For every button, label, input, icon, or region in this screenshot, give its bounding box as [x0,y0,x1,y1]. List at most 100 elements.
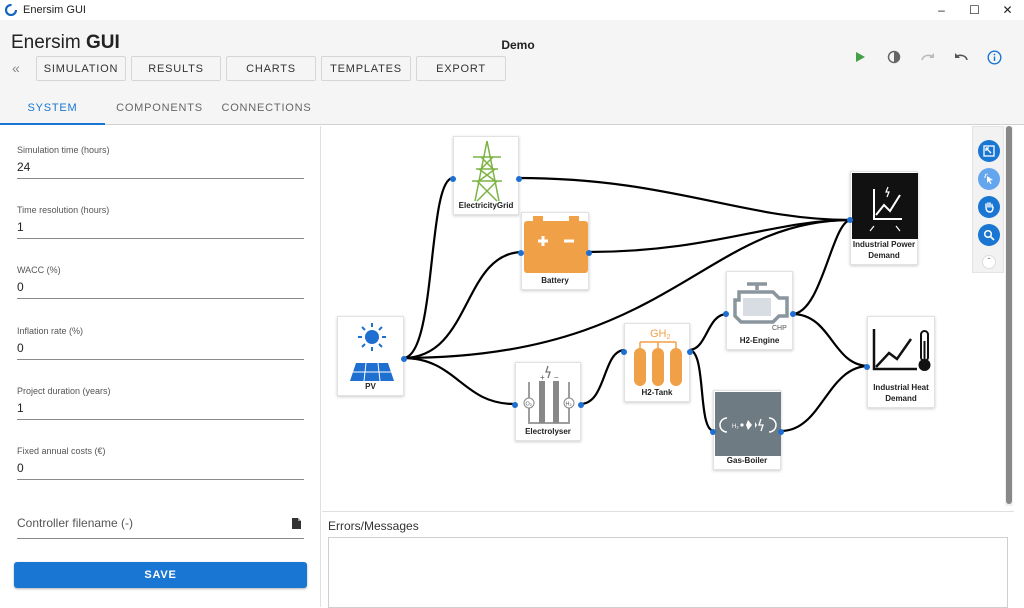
svg-text:CHP: CHP [772,325,787,332]
contrast-icon[interactable] [884,47,904,67]
wacc-field[interactable]: WACC (%) 0 [17,265,304,299]
port[interactable] [621,349,627,355]
maximize-icon[interactable]: ☐ [969,3,980,17]
save-button[interactable]: SAVE [14,562,307,588]
tab-system[interactable]: SYSTEM [27,101,78,114]
node-label-line: Demand [868,251,900,260]
field-value[interactable]: 1 [17,401,24,415]
app-logo-icon [5,4,17,16]
tab-components[interactable]: COMPONENTS [116,101,203,114]
node-label: ElectricityGrid [458,201,514,210]
minimize-icon[interactable]: – [938,3,945,17]
wire-h2engine-powerdemand [791,218,852,316]
port[interactable] [401,356,407,362]
node-battery[interactable]: Battery [518,212,592,290]
port[interactable] [518,250,524,256]
connection-wires [402,176,870,433]
nav-export-button[interactable]: EXPORT [416,56,506,81]
port[interactable] [778,429,784,435]
field-label: Inflation rate (%) [17,326,84,336]
tab-bar: SYSTEM COMPONENTS CONNECTIONS [0,90,1024,125]
run-icon[interactable] [850,47,870,67]
time-resolution-field[interactable]: Time resolution (hours) 1 [17,205,304,239]
system-canvas[interactable]: ElectricityGrid Battery PV [322,126,1014,510]
port[interactable] [864,364,870,370]
info-icon[interactable] [984,47,1004,67]
controller-filename-field[interactable]: Controller filename (-) [17,516,304,539]
port[interactable] [450,176,456,182]
port[interactable] [578,402,584,408]
node-label-line: Industrial Power [852,240,916,249]
messages-output[interactable] [328,537,1008,608]
undo-icon[interactable] [951,47,971,67]
engine-icon: CHP [733,282,789,332]
node-electricity-grid[interactable]: ElectricityGrid [450,136,522,215]
node-label: PV [365,382,376,391]
wire-h2tank-h2engine [688,312,728,352]
field-label: Project duration (years) [17,386,111,396]
port[interactable] [790,311,796,317]
project-name: Demo [501,38,535,52]
electrolyser-icon: + − O₂ H₂ [523,365,575,424]
redo-icon[interactable] [918,47,938,67]
node-label: Gas-Boiler [726,456,768,465]
node-h2-engine[interactable]: CHP H2-Engine [723,271,796,350]
heat-demand-icon [872,329,931,371]
field-label: WACC (%) [17,265,61,275]
tab-connections[interactable]: CONNECTIONS [221,101,312,114]
file-icon[interactable] [292,518,301,529]
project-duration-field[interactable]: Project duration (years) 1 [17,386,304,420]
nav-templates-button[interactable]: TEMPLATES [321,56,411,81]
solar-panel-icon [350,323,394,382]
node-pv[interactable]: PV [337,316,407,396]
wire-pv-battery [402,250,524,360]
scrollbar-thumb[interactable] [1006,126,1012,504]
svg-text:H₂: H₂ [566,402,572,408]
select-mode-icon[interactable] [978,168,1000,190]
field-value[interactable]: 0 [17,461,24,475]
canvas-scrollbar[interactable] [1005,126,1013,506]
pan-mode-icon[interactable] [978,196,1000,218]
simulation-time-field[interactable]: Simulation time (hours) 24 [17,145,304,179]
port[interactable] [710,429,716,435]
nav-simulation-button[interactable]: SIMULATION [36,56,126,81]
node-gas-boiler[interactable]: H₂ Gas-Boiler [710,390,784,470]
canvas-tools: ˆ [972,126,1004,273]
field-value[interactable]: 0 [17,280,24,294]
close-icon[interactable]: ✕ [1002,3,1013,17]
node-label: Electrolyser [525,427,571,436]
gas-boiler-icon: H₂ [715,392,781,456]
collapse-sidebar-icon[interactable]: « [12,60,20,76]
port[interactable] [516,176,522,182]
field-value[interactable]: 24 [17,160,31,174]
fit-view-icon[interactable] [978,140,1000,162]
port[interactable] [847,217,853,223]
port[interactable] [687,349,693,355]
app-title-bold: GUI [85,32,120,53]
nav-results-button[interactable]: RESULTS [131,56,221,81]
svg-text:GH2: GH2 [650,328,671,341]
port[interactable] [723,311,729,317]
node-h2-tank[interactable]: GH2 H2-Tank [621,323,693,402]
field-value[interactable]: 1 [17,220,24,234]
inflation-rate-field[interactable]: Inflation rate (%) 0 [17,326,304,360]
power-demand-icon [852,173,918,239]
field-value[interactable]: 0 [17,341,24,355]
collapse-tools-icon[interactable]: ˆ [982,255,996,269]
controller-filename-placeholder: Controller filename (-) [17,516,134,530]
port[interactable] [586,250,592,256]
node-electrolyser[interactable]: + − O₂ H₂ Electrolyser [512,362,584,441]
wire-pv-grid [402,176,454,360]
svg-text:−: − [554,373,559,382]
port[interactable] [512,402,518,408]
app-title-prefix: Enersim [11,32,81,53]
zoom-icon[interactable] [978,224,1000,246]
nav-charts-button[interactable]: CHARTS [226,56,316,81]
window-title: Enersim GUI [23,4,86,16]
field-label: Fixed annual costs (€) [17,446,106,456]
fixed-annual-costs-field[interactable]: Fixed annual costs (€) 0 [17,446,304,480]
